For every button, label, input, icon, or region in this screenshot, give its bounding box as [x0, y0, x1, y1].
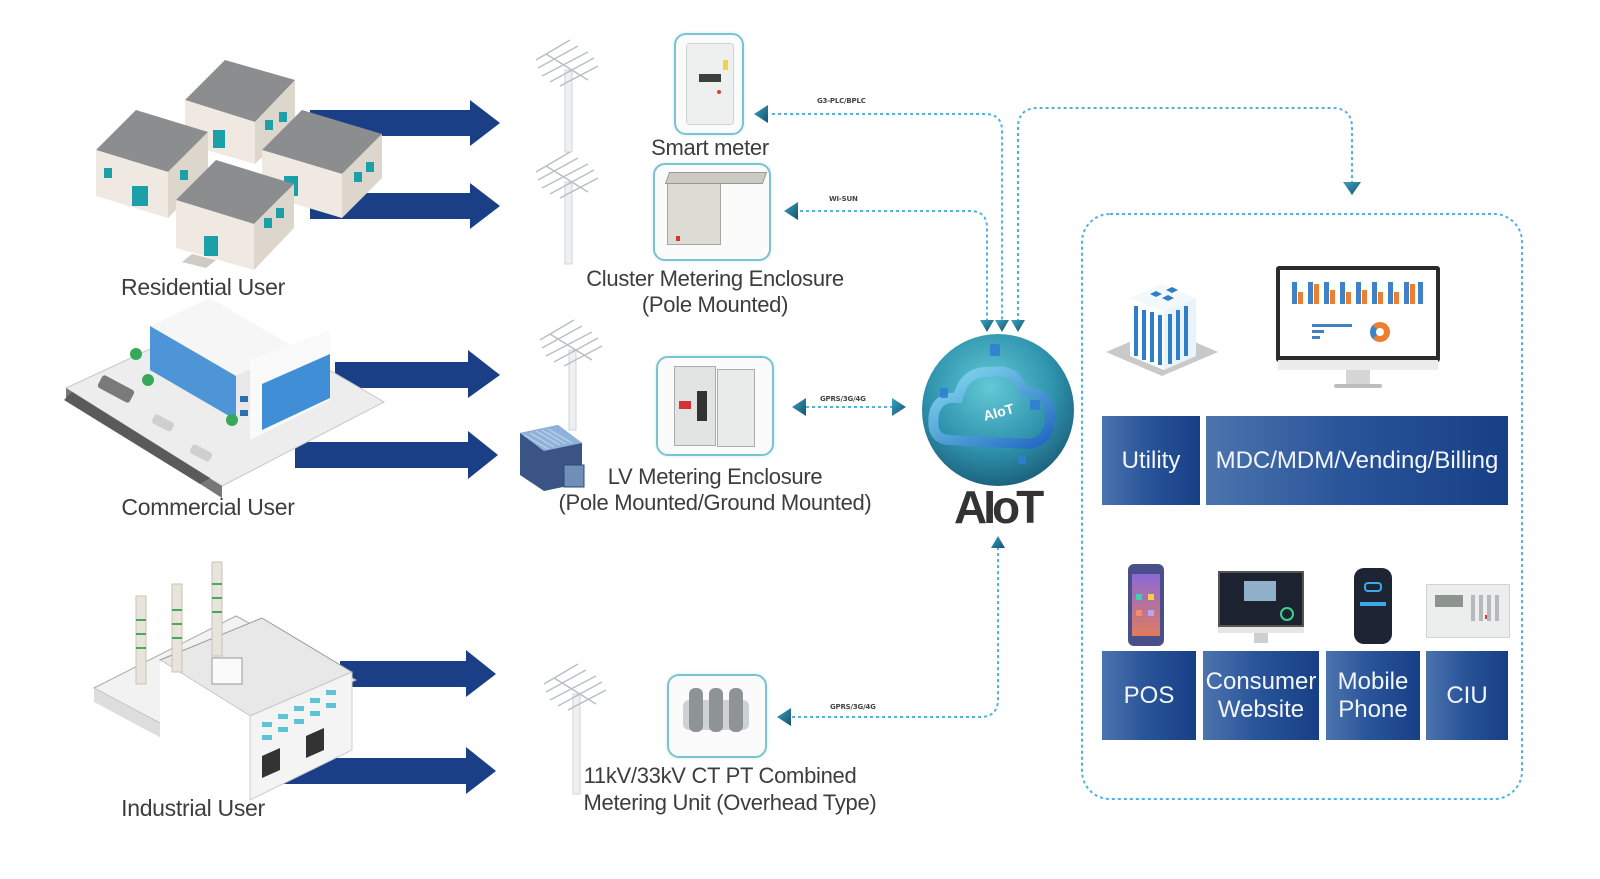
cluster-enclosure-icon [664, 172, 768, 245]
mobile-phone-label-line2: Phone [1338, 695, 1408, 723]
mdc-mdm-vending-billing-tile[interactable]: MDC/MDM/Vending/Billing [1206, 416, 1508, 505]
website-monitor-icon [1218, 571, 1304, 647]
ct-pt-unit-card[interactable] [667, 674, 767, 758]
mobile-phone-label-line1: Mobile [1337, 667, 1409, 695]
arrow-heads [754, 105, 1361, 726]
transformer-icon [520, 425, 585, 491]
lv-enclosure-label-line1: LV Metering Enclosure [607, 464, 823, 489]
arrowhead-hub-3 [1011, 320, 1025, 332]
antenna-poles [535, 39, 607, 795]
commercial-user-label: Commercial User [121, 494, 295, 520]
ciu-keypad-icon [1426, 584, 1510, 638]
arrowhead-smart-meter [754, 105, 768, 123]
arrowhead-cluster [784, 202, 798, 220]
link-smart-meter [772, 113, 1003, 322]
antenna-icon [535, 39, 599, 153]
ciu-tile[interactable]: CIU [1426, 651, 1508, 740]
aiot-hub-label[interactable]: AIoT [954, 481, 1044, 533]
cluster-enclosure-label-line2: (Pole Mounted) [641, 292, 789, 317]
arrowhead-hub-2 [995, 320, 1009, 332]
dotted-links [772, 107, 1523, 800]
consumer-website-label-line2: Website [1217, 695, 1305, 723]
antenna-icon [543, 663, 607, 795]
arrowhead-lv-left [792, 398, 806, 416]
systems-boundary [1081, 213, 1523, 800]
smart-meter-label: Smart meter [651, 135, 769, 160]
protocol-label-cluster: WI-SUN [829, 195, 858, 203]
ct-pt-unit-label-line1: 11kV/33kV CT PT Combined [583, 763, 857, 788]
industrial-user-label: Industrial User [121, 795, 265, 821]
dashboard-monitor-icon [1276, 266, 1442, 396]
residential-user-label: Residential User [121, 274, 285, 300]
consumer-website-label-line1: Consumer [1205, 667, 1317, 695]
link-to-systems [1017, 107, 1353, 322]
antenna-icon [539, 319, 603, 431]
lv-enclosure-card[interactable] [656, 356, 774, 456]
flow-arrow-industrial-1 [340, 650, 496, 697]
aiot-hub-icon [922, 334, 1074, 486]
houses-icon [96, 60, 382, 270]
protocol-label-lv: GPRS/3G/4G [820, 395, 866, 403]
protocol-label-ct-pt: GPRS/3G/4G [830, 703, 876, 711]
ct-pt-unit-icon [683, 688, 749, 742]
protocol-label-smart-meter: G3-PLC/BPLC [817, 97, 866, 105]
mobile-phone-tile[interactable]: Mobile Phone [1326, 651, 1420, 740]
arrowhead-lv-right [892, 398, 906, 416]
link-cluster [800, 210, 988, 322]
pos-tile[interactable]: POS [1102, 651, 1196, 740]
factory-icon [92, 561, 358, 801]
smart-meter-card[interactable] [674, 33, 744, 135]
smart-meter-icon [686, 43, 734, 125]
lv-enclosure-icon [674, 366, 755, 447]
cluster-enclosure-label-line1: Cluster Metering Enclosure [586, 266, 844, 291]
cluster-enclosure-card[interactable] [653, 163, 771, 261]
lv-enclosure-label-line2: (Pole Mounted/Ground Mounted) [558, 490, 872, 515]
flow-arrows [270, 100, 500, 794]
ct-pt-unit-label-line2: Metering Unit (Overhead Type) [583, 790, 877, 815]
utility-tile[interactable]: Utility [1102, 416, 1200, 505]
arrowhead-systems [1343, 182, 1361, 195]
flow-arrow-commercial-1 [335, 350, 500, 398]
flow-arrow-commercial-2 [295, 431, 498, 479]
pos-terminal-icon [1128, 564, 1164, 646]
consumer-website-tile[interactable]: Consumer Website [1203, 651, 1319, 740]
mobile-phone-icon [1354, 568, 1392, 644]
link-ct-pt [792, 548, 999, 718]
antenna-icon [535, 151, 599, 265]
office-building-icon [64, 298, 386, 498]
arrowhead-hub-bottom [991, 536, 1005, 548]
arrowhead-ct-pt [777, 708, 791, 726]
arrowhead-hub-1 [980, 320, 994, 332]
utility-building-icon [1106, 278, 1218, 378]
